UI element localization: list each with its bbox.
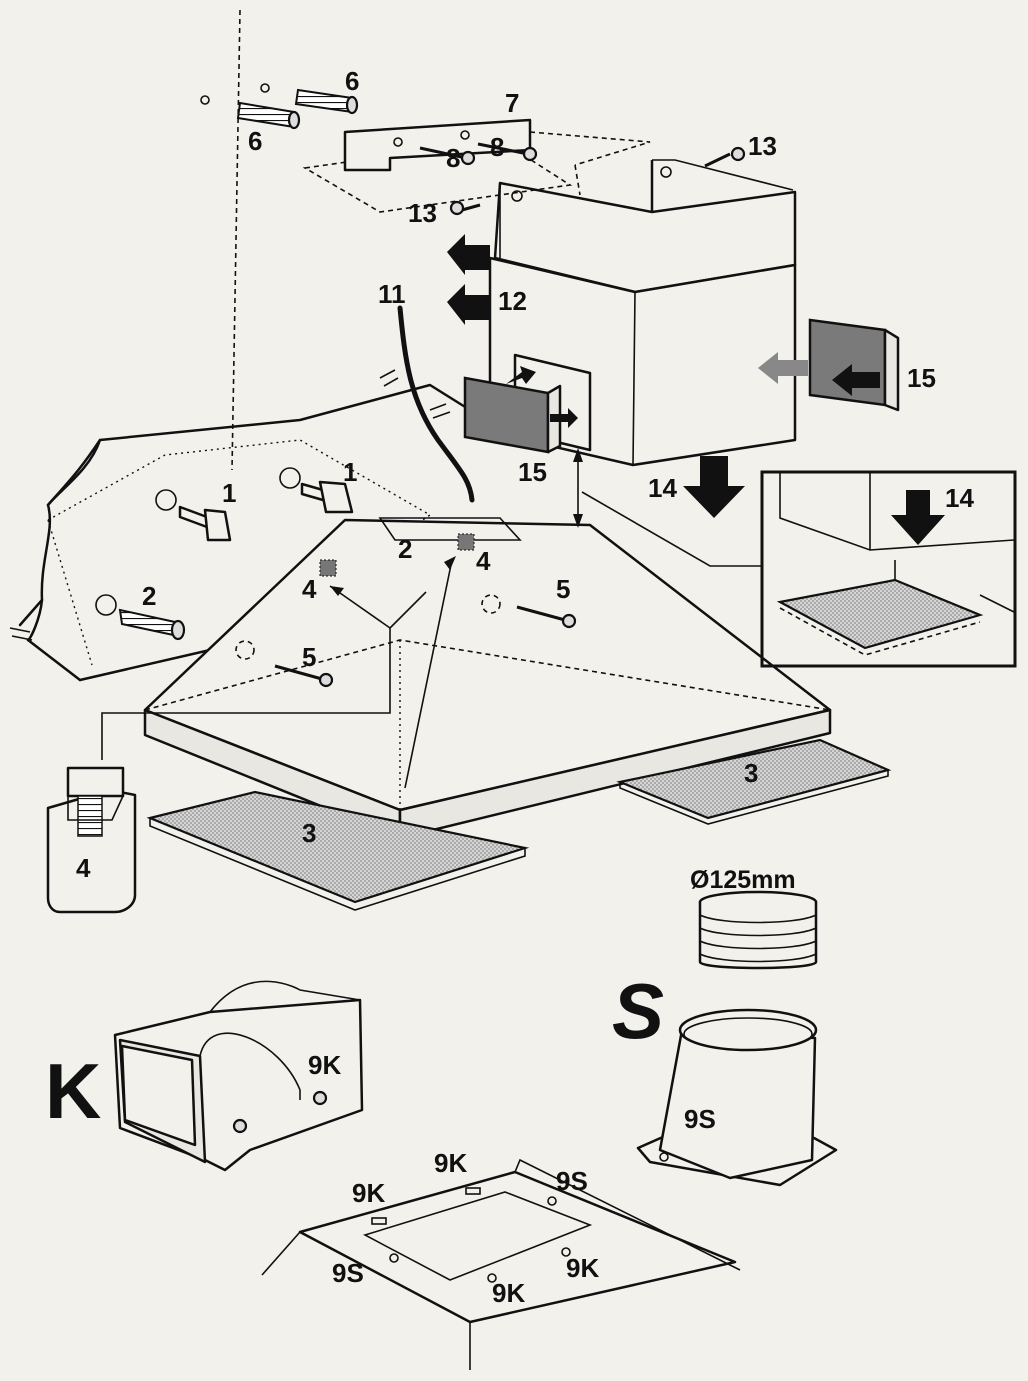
rectangular-adapter	[113, 980, 364, 1172]
wall-plug-top-2	[200, 95, 301, 130]
spacer-detail-box	[46, 766, 137, 914]
label-1-right: 1	[343, 457, 357, 487]
plumb-line	[231, 9, 241, 471]
filter-detail-box	[760, 470, 1017, 668]
grease-filter-right	[616, 738, 892, 825]
ceiling-bracket	[302, 118, 651, 213]
label-1-left: 1	[222, 478, 236, 508]
callout-labels: 1 1 2 2 3 3 4 4 4 5 5 6 6 7 8 8 9K 9S 9K…	[45, 66, 974, 1308]
label-11: 11	[378, 279, 406, 309]
charcoal-filter-left	[463, 366, 578, 454]
label-5-left: 5	[302, 642, 316, 672]
label-14-detail: 14	[945, 483, 974, 513]
label-6-bottom: 6	[248, 126, 262, 156]
label-15-left: 15	[518, 457, 547, 487]
label-8-left: 8	[446, 143, 460, 173]
lower-arrow	[573, 448, 762, 567]
flexible-duct	[698, 890, 818, 970]
label-9k-plate-left: 9K	[352, 1178, 385, 1208]
screw-left	[274, 664, 334, 688]
kit-letter-k: K	[45, 1047, 101, 1135]
label-7: 7	[505, 88, 519, 118]
screw-right	[516, 605, 577, 629]
label-9k-plate-top: 9K	[434, 1148, 467, 1178]
label-9k-plate-right: 9K	[566, 1253, 599, 1283]
label-4-left: 4	[302, 574, 317, 604]
label-3-right: 3	[744, 758, 758, 788]
ceiling-hook-right	[279, 467, 354, 514]
wall-plug-top-1	[260, 83, 359, 115]
detail-pointer-lines	[101, 556, 456, 789]
label-14-main: 14	[648, 473, 677, 503]
label-2-left: 2	[142, 581, 156, 611]
label-9s-flange: 9S	[684, 1104, 716, 1134]
label-13-left: 13	[408, 198, 437, 228]
label-9k-plate-bottom: 9K	[492, 1278, 525, 1308]
screw-bracket	[419, 142, 746, 216]
charcoal-filter-right	[758, 318, 900, 412]
label-4-right: 4	[476, 546, 491, 576]
kit-letter-s: S	[612, 967, 664, 1055]
circular-flange	[636, 1008, 838, 1187]
ceiling-hook-left	[155, 489, 232, 542]
duct-diameter-label: Ø125mm	[690, 866, 796, 894]
label-8-right: 8	[490, 132, 504, 162]
label-9s-plate-top: 9S	[556, 1166, 588, 1196]
label-9s-plate-left: 9S	[332, 1258, 364, 1288]
label-3-left: 3	[302, 818, 316, 848]
label-9k-adapter: 9K	[308, 1050, 341, 1080]
label-4-detail: 4	[76, 853, 91, 883]
push-arrows	[447, 234, 490, 325]
label-12: 12	[498, 286, 527, 316]
ceiling-sheet	[9, 369, 472, 682]
hood-body	[143, 517, 832, 840]
label-15-right: 15	[907, 363, 936, 393]
label-6-top: 6	[345, 66, 359, 96]
wall-plug-left	[95, 594, 186, 641]
mounting-plate	[261, 1158, 741, 1370]
label-13-right: 13	[748, 131, 777, 161]
label-2-center: 2	[398, 534, 412, 564]
grease-filter-left	[146, 790, 530, 911]
power-cable	[397, 305, 475, 503]
label-5-right: 5	[556, 574, 570, 604]
